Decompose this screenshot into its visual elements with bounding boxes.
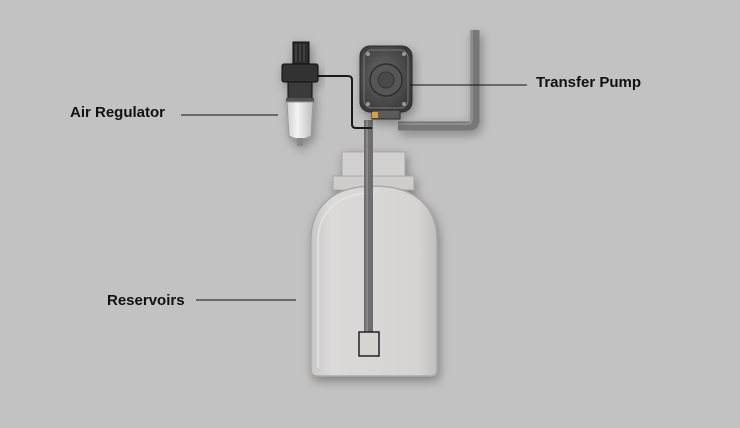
reservoir-body bbox=[310, 185, 438, 377]
pump-fitting bbox=[372, 112, 378, 118]
reservoir-shoulder bbox=[332, 175, 415, 191]
reservoir-neck bbox=[341, 151, 406, 177]
reservoir-highlight bbox=[317, 192, 375, 368]
air-regulator-label: Air Regulator bbox=[70, 104, 166, 121]
outlet-pipe bbox=[398, 30, 480, 131]
suction-tube bbox=[364, 120, 373, 334]
reservoir bbox=[310, 151, 438, 377]
transfer-pump bbox=[359, 45, 413, 120]
air-regulator bbox=[281, 41, 319, 146]
reservoirs-label: Reservoirs bbox=[107, 292, 185, 309]
air-line bbox=[316, 75, 372, 129]
transfer-pump-label: Transfer Pump bbox=[536, 74, 642, 91]
foot-strainer bbox=[358, 331, 380, 357]
